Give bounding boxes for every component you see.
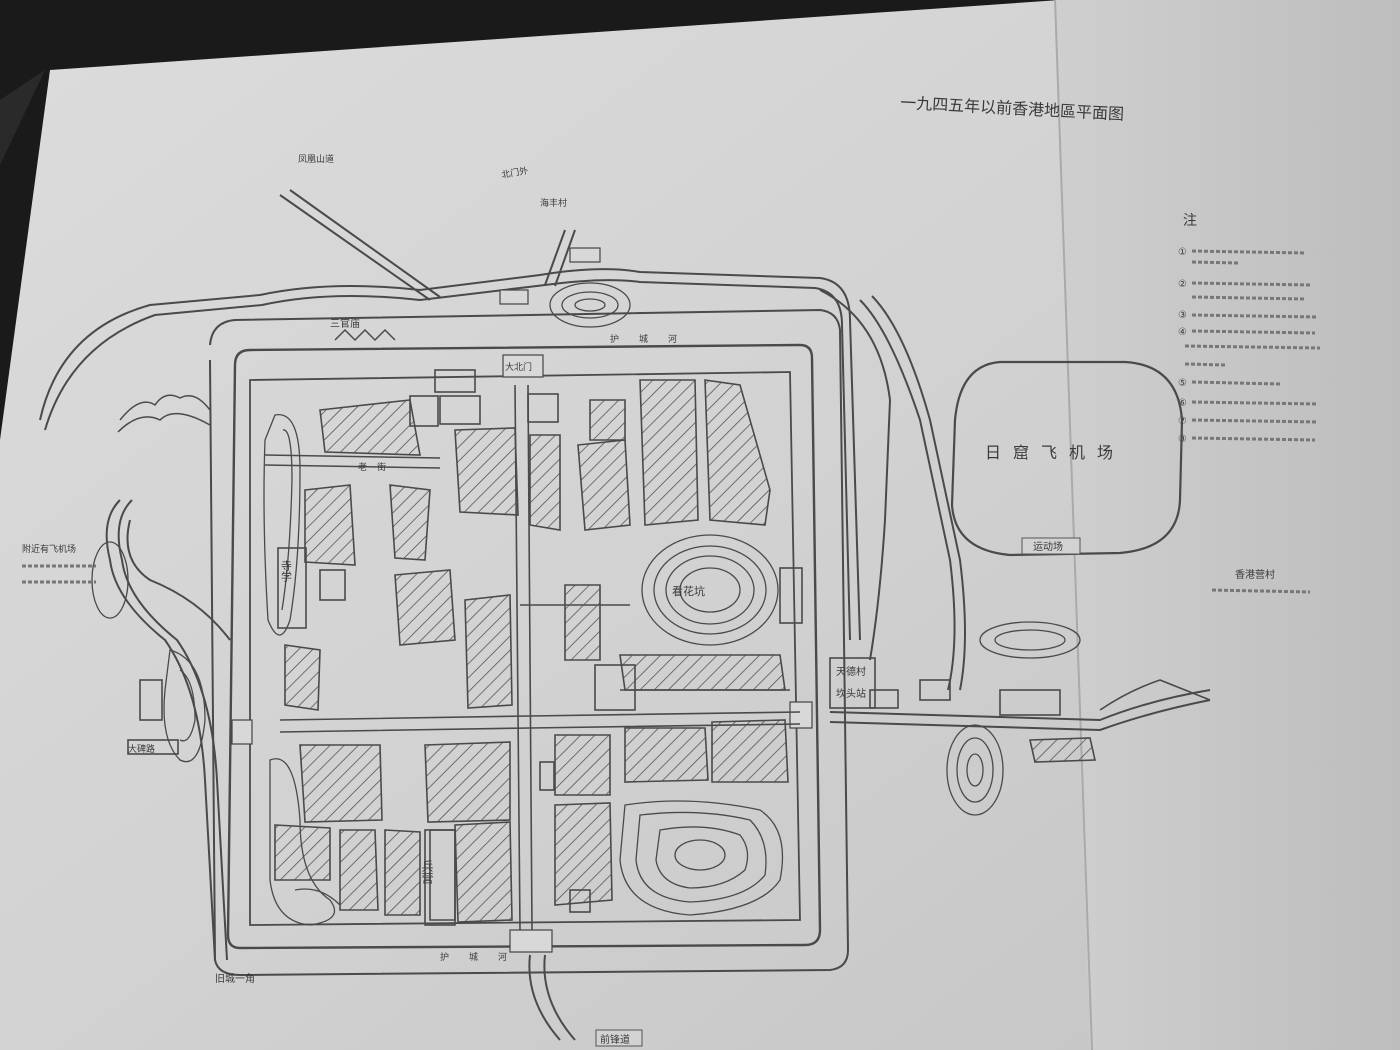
outer-roads [39, 189, 1211, 1041]
airport-label: 日窟飞机场 [985, 443, 1125, 462]
north-gate-label: 大北门 [505, 361, 532, 373]
sports-ground-label: 运动场 [1033, 540, 1063, 553]
river [1099, 679, 1211, 711]
hills [91, 282, 1081, 926]
east-village-label: 天德村 [836, 665, 866, 678]
legend-item: ③ [1178, 310, 1187, 321]
right-label: 海丰村 [540, 197, 567, 209]
legend-item: ② [1178, 279, 1187, 290]
west-note: 附近有飞机场 [22, 543, 76, 555]
southwest-corner-label: 旧城一角 [215, 973, 255, 985]
west-road-label: 大碑路 [128, 743, 155, 755]
legend-item: ④ [1178, 327, 1187, 338]
gates [231, 247, 813, 953]
temple-label: 寺学 [280, 560, 293, 582]
canal-label-north: 护城河 [610, 333, 697, 345]
mountain-icon [117, 328, 396, 433]
legend-item: ⑤ [1178, 378, 1187, 389]
hill-central-label: 看花坑 [672, 584, 705, 598]
legend-item: ⑥ [1178, 398, 1187, 409]
east-station-label: 坎头站 [836, 687, 866, 700]
barracks-label: 兵营 [420, 860, 434, 885]
legend-heading: 注 [1183, 213, 1197, 229]
south-gate-label: 前锋道 [600, 1033, 630, 1046]
east-note: 香港营村 [1235, 568, 1275, 581]
canal-label-south: 护城河 [440, 951, 527, 963]
legend-item: ① [1178, 247, 1187, 258]
road-top-label: 老街 [358, 461, 396, 473]
airport: 日窟飞机场 运动场 [950, 360, 1184, 557]
mountain-label: 三官庙 [330, 317, 360, 330]
top-left-road-label: 凤凰山道 [298, 153, 334, 165]
buildings [127, 369, 1061, 926]
